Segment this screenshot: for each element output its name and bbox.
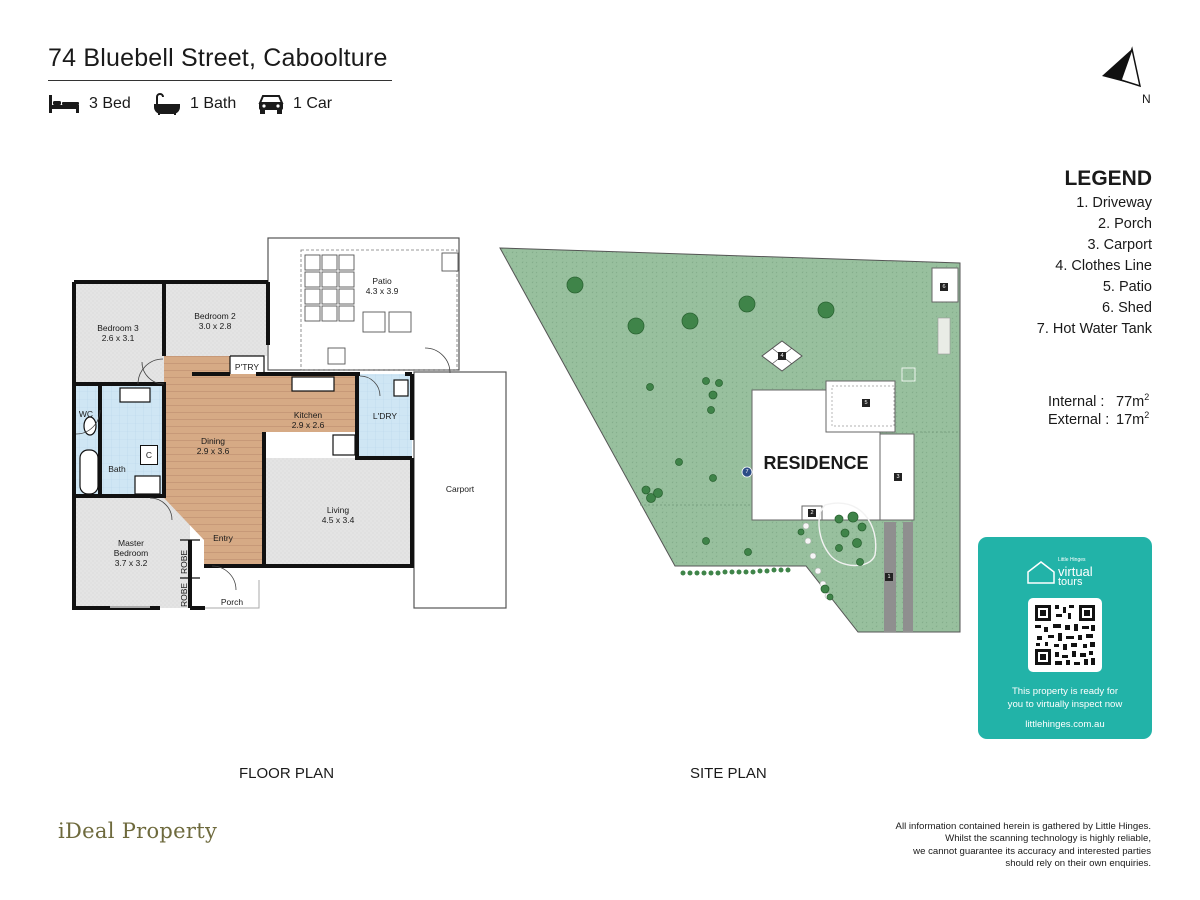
car-feature: 1 Car [258,93,332,115]
room-name-line2: Bedroom [113,548,149,558]
site-marker-carport: 3 [894,473,902,481]
legend-title: LEGEND [1064,167,1152,190]
room-size: 2.9 x 3.6 [196,446,230,456]
internal-area: Internal : 77m2 [1048,392,1149,410]
legend-item: 5. Patio [1102,279,1152,295]
legend-item: 6. Shed [1102,300,1152,316]
virtual-tours-brand: Little Hinges virtual tours [1026,555,1093,588]
car-icon [258,95,284,114]
car-count: 1 Car [293,95,333,112]
room-size: 2.6 x 3.1 [101,333,135,343]
site-marker-clothes-line: 4 [778,352,786,360]
qr-code[interactable] [1028,598,1102,672]
floor-plan-drawing [72,237,507,610]
floor-plan-caption: FLOOR PLAN [239,765,335,782]
legend-item: 3. Carport [1087,237,1152,253]
bed-feature: 3 Bed [48,93,131,115]
message-line-2: you to virtually inspect now [1007,698,1123,710]
external-area: External : 17m2 [1048,410,1149,428]
site-plan-drawing [499,247,961,633]
room-bedroom-2: Bedroom 2 3.0 x 2.8 [183,311,247,331]
room-dining: Dining 2.9 x 3.6 [183,436,243,456]
legend-item: 1. Driveway [1076,195,1152,211]
room-size: 4.5 x 3.4 [321,515,355,525]
site-plan-caption: SITE PLAN [690,765,767,782]
external-area-label: External : [1048,411,1110,428]
house-icon [1027,560,1055,584]
bed-count: 3 Bed [89,95,131,112]
message-line-1: This property is ready for [1011,686,1119,697]
room-name: Living [326,505,350,515]
room-name: Bedroom 3 [97,323,139,333]
virtual-tour-url[interactable]: littlehinges.com.au [1025,719,1105,730]
room-bedroom-3: Bedroom 3 2.6 x 3.1 [88,323,148,343]
disclaimer: All information contained herein is gath… [791,821,1151,870]
bed-icon [49,95,79,113]
virtual-tour-card[interactable]: Little Hinges virtual tours [978,537,1152,739]
external-area-unit: 2 [1144,410,1150,420]
room-porch: Porch [220,597,244,607]
site-marker-porch: 2 [808,509,816,517]
room-living: Living 4.5 x 3.4 [308,505,368,525]
site-marker-shed: 6 [940,283,948,291]
external-area-value: 17m [1116,411,1145,428]
room-cupboard: C [140,445,158,465]
disclaimer-line: we cannot guarantee its accuracy and int… [913,845,1151,857]
virtual-tour-message: This property is ready for you to virtua… [978,686,1152,711]
room-pantry: P'TRY [234,362,260,372]
room-name: Kitchen [293,410,323,420]
property-address-title: 74 Bluebell Street, Caboolture [48,44,388,72]
site-patio [825,380,896,433]
disclaimer-line: should rely on their own enquiries. [1005,857,1151,869]
room-size: 3.0 x 2.8 [198,321,232,331]
north-arrow-icon [1102,46,1142,88]
internal-area-value: 77m [1116,393,1145,410]
brand-small-text: Little Hinges [1058,557,1086,563]
legend-item: 4. Clothes Line [1055,258,1152,274]
residence-label: RESIDENCE [763,453,869,473]
room-size: 4.3 x 3.9 [365,286,399,296]
brand-sub-text: tours [1058,576,1083,588]
agency-logo: iDeal Property [58,819,218,843]
bath-feature: 1 Bath [153,93,236,115]
qr-code-icon [1035,605,1095,665]
internal-area-label: Internal : [1048,393,1105,410]
room-patio: Patio 4.3 x 3.9 [354,276,410,296]
room-laundry: L'DRY [372,411,398,421]
room-carport: Carport [445,484,475,494]
title-underline [48,80,392,81]
room-name: Bedroom 2 [194,311,236,321]
bath-icon [154,93,180,115]
room-name: Dining [200,436,226,446]
brand-main-text: virtual [1058,564,1093,579]
carport-area [413,371,507,609]
room-name: Master [118,538,144,548]
room-bath: Bath [108,464,126,474]
room-master-bedroom: Master Bedroom 3.7 x 3.2 [101,538,161,568]
site-marker-hot-water-tank: 7 [745,469,749,475]
site-marker-driveway: 1 [885,573,893,581]
disclaimer-line: Whilst the scanning technology is highly… [945,833,1151,845]
room-size: 3.7 x 3.2 [114,558,148,568]
bath-count: 1 Bath [190,95,237,112]
disclaimer-line: All information contained herein is gath… [895,821,1151,832]
room-size: 2.9 x 2.6 [291,420,325,430]
legend-item: 2. Porch [1098,216,1152,232]
north-arrow: N [1096,46,1156,115]
room-name: Patio [372,276,392,286]
room-kitchen: Kitchen 2.9 x 2.6 [278,410,338,430]
hot-water-tank [741,466,753,478]
room-wc: WC [78,409,94,419]
internal-area-unit: 2 [1144,392,1150,402]
legend-item: 7. Hot Water Tank [1036,321,1152,337]
north-label: N [1142,92,1151,106]
site-marker-patio: 5 [862,399,870,407]
room-entry: Entry [213,533,233,543]
